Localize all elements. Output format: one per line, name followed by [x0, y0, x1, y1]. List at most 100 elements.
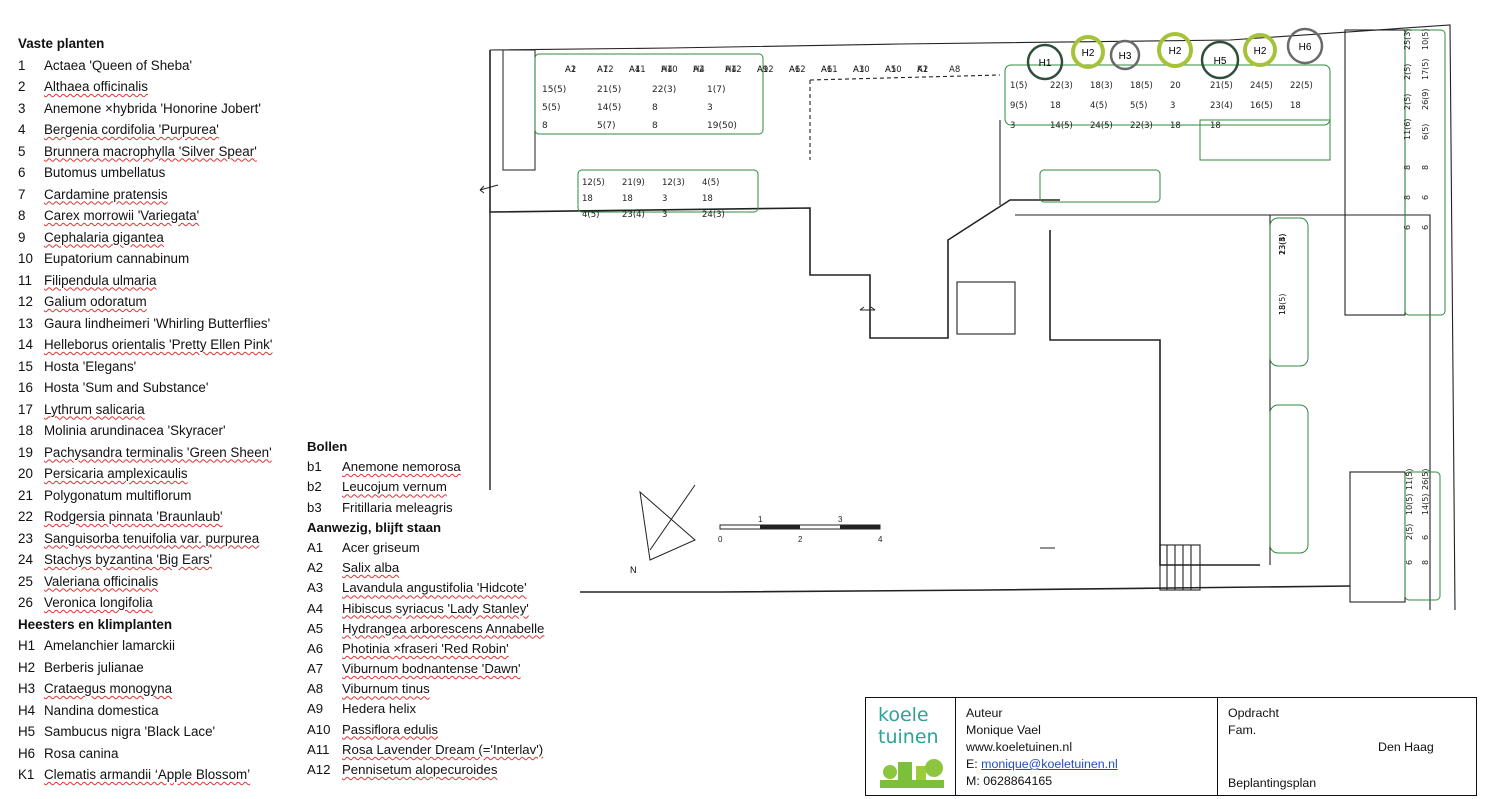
legend-name: Pennisetum alopecuroides	[342, 762, 498, 777]
arrow-mid	[859, 306, 876, 311]
plant-label: 22(3)	[652, 85, 676, 95]
legend-code: A3	[307, 580, 324, 596]
shrub-label: H2	[1169, 46, 1182, 57]
legend-code: 23	[18, 530, 33, 546]
plant-label: 1(5)	[1010, 81, 1027, 91]
plant-label: 14(5)	[597, 103, 621, 113]
plant-label: 21(9)	[622, 178, 645, 188]
plant-label: A11	[629, 65, 646, 75]
legend-name: Berberis julianae	[44, 659, 144, 675]
plant-label: 1(7)	[707, 85, 725, 95]
legend-code: A12	[307, 762, 331, 777]
legend-code: 20	[18, 466, 33, 481]
plant-label: 4(5)	[702, 178, 719, 188]
existing-heading: Aanwezig, blijft staan	[307, 519, 442, 535]
legend-name: Hosta 'Sum and Substance'	[44, 380, 209, 395]
plant-label: 24(3)	[702, 210, 725, 220]
plant-label: 11(6)	[1403, 118, 1412, 140]
legend-item: 22 Rodgersia pinnata 'Braunlaub'	[18, 506, 272, 528]
legend-name: Brunnera macrophylla 'Silver Spear'	[44, 143, 257, 159]
legend-code: 3	[18, 100, 26, 116]
legend-name: Sambucus nigra 'Black Lace'	[44, 724, 216, 739]
plant-label: 6	[1421, 195, 1430, 200]
legend-code: 17	[18, 401, 33, 417]
legend-name: Butomus umbellatus	[44, 165, 166, 180]
legend-name: Rodgersia pinnata 'Braunlaub'	[44, 509, 223, 524]
email-line: E: monique@koeletuinen.nl	[966, 757, 1118, 771]
plant-label: A2	[917, 65, 928, 75]
scale-bar	[719, 524, 881, 530]
plant-label: 2(5)	[1403, 64, 1412, 80]
perennials-heading: Vaste planten	[18, 36, 105, 51]
legend-name: Valeriana officinalis	[44, 573, 159, 589]
plant-label: 14(5)	[1421, 493, 1430, 515]
legend-name: Althaea officinalis	[44, 79, 148, 94]
plant-label: 18	[1278, 305, 1287, 315]
plant-label: 22(3)	[1130, 121, 1153, 131]
title-block: koele tuinen Auteur Monique Vael www.koe…	[865, 697, 1477, 796]
plant-label: 18	[1170, 121, 1181, 131]
legend-name: Anemone nemorosa	[342, 459, 461, 475]
client-city: Den Haag	[1378, 740, 1434, 754]
bed-top-right	[1004, 64, 1331, 126]
legend-code: b1	[307, 459, 322, 475]
building-outline	[489, 50, 1060, 339]
legend-name: Stachys byzantina 'Big Ears'	[44, 552, 213, 567]
plant-label: 19(50)	[707, 121, 737, 131]
legend-code: A2	[307, 560, 324, 576]
legend-code: H6	[18, 745, 36, 761]
plant-label: 14(5)	[1050, 121, 1073, 131]
plant-label: 10(5)	[1405, 493, 1414, 515]
legend-name: Amelanchier lamarckii	[44, 638, 175, 653]
legend-name: Hydrangea arborescens Annabelle	[342, 620, 545, 636]
bed-inner-top	[1269, 217, 1309, 367]
plant-label: 21(5)	[1210, 81, 1233, 91]
legend-code: H4	[18, 702, 36, 718]
legend-item: b1 Anemone nemorosa	[307, 457, 544, 477]
email-link[interactable]: monique@koeletuinen.nl	[981, 757, 1118, 771]
plant-label: 26(9)	[1421, 88, 1430, 110]
phone-number: M: 0628864165	[966, 774, 1053, 788]
scale-label: 3	[838, 515, 843, 524]
legend-code: A4	[307, 600, 324, 616]
plant-label: A6	[821, 65, 832, 75]
plant-label: 3	[707, 103, 713, 113]
plant-label: 18	[1290, 101, 1301, 111]
plant-label: A4	[629, 65, 640, 75]
author-label: Auteur	[966, 706, 1003, 720]
legend-name: Helleborus orientalis 'Pretty Ellen Pink…	[44, 337, 273, 352]
plant-label: 5(5)	[542, 103, 560, 113]
bed-mid-left	[577, 169, 759, 213]
legend-code: 9	[18, 229, 26, 245]
legend-name: Sanguisorba tenuifolia var. purpurea	[44, 530, 260, 546]
plant-label: 18	[622, 194, 633, 204]
legend-name: Lavandula angustifolia 'Hidcote'	[342, 580, 527, 596]
plant-label: 2(5)	[1405, 524, 1414, 540]
plant-label: 23(4)	[622, 210, 645, 220]
plant-label: 15(5)	[542, 85, 566, 95]
plant-label: 8	[1403, 195, 1412, 200]
legend-code: A1	[307, 539, 324, 555]
legend-code: 13	[18, 315, 33, 331]
legend-name: Hedera helix	[342, 701, 417, 717]
plant-label: 9(5)	[1010, 101, 1027, 111]
plant-label: 22(3)	[1050, 81, 1073, 91]
legend-code: 22	[18, 509, 33, 524]
plant-label: H4	[725, 65, 737, 75]
legend-code: H1	[18, 638, 36, 653]
plant-label: 20	[1170, 81, 1181, 91]
website-link[interactable]: www.koeletuinen.nl	[966, 740, 1073, 754]
legend-name: Polygonatum multiflorum	[44, 487, 192, 503]
